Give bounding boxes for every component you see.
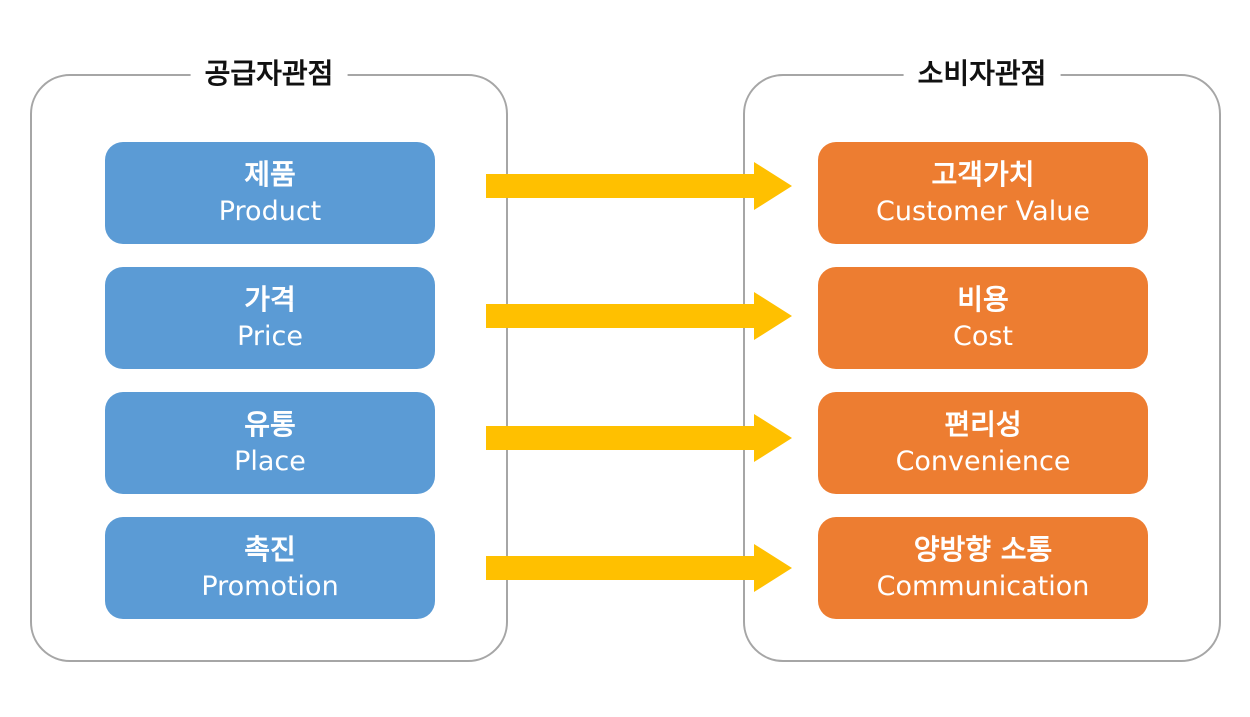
supplier-box-label-kr: 유통: [244, 408, 296, 441]
supplier-panel-title: 공급자관점: [190, 54, 348, 94]
consumer-box-label-kr: 고객가치: [931, 158, 1035, 191]
arrow-right-icon: [486, 292, 792, 340]
consumer-box-label-en: Customer Value: [876, 196, 1090, 227]
supplier-panel: 공급자관점: [30, 54, 508, 662]
arrow-right-icon: [486, 162, 792, 210]
supplier-box-label-en: Price: [237, 321, 303, 352]
consumer-box-customer-value: 고객가치 Customer Value: [818, 142, 1148, 244]
consumer-box-label-kr: 비용: [957, 283, 1009, 316]
supplier-box-promotion: 촉진 Promotion: [105, 517, 435, 619]
consumer-panel: 소비자관점: [743, 54, 1221, 662]
consumer-box-label-en: Convenience: [895, 446, 1071, 477]
arrow-right-icon: [486, 544, 792, 592]
consumer-box-label-kr: 양방향 소통: [913, 533, 1053, 566]
supplier-box-label-en: Promotion: [201, 571, 339, 602]
consumer-box-label-en: Cost: [952, 321, 1014, 352]
supplier-box-price: 가격 Price: [105, 267, 435, 369]
consumer-panel-title: 소비자관점: [903, 54, 1061, 94]
supplier-box-label-kr: 가격: [244, 283, 296, 316]
supplier-box-label-kr: 촉진: [244, 533, 296, 566]
consumer-box-label-en: Communication: [876, 571, 1090, 602]
consumer-box-communication: 양방향 소통 Communication: [818, 517, 1148, 619]
consumer-box-convenience: 편리성 Convenience: [818, 392, 1148, 494]
supplier-box-label-en: Product: [218, 196, 322, 227]
consumer-box-cost: 비용 Cost: [818, 267, 1148, 369]
arrow-right-icon: [486, 414, 792, 462]
supplier-box-product: 제품 Product: [105, 142, 435, 244]
supplier-box-place: 유통 Place: [105, 392, 435, 494]
supplier-box-label-en: Place: [234, 446, 306, 477]
supplier-box-label-kr: 제품: [244, 158, 296, 191]
consumer-box-label-kr: 편리성: [944, 408, 1022, 441]
